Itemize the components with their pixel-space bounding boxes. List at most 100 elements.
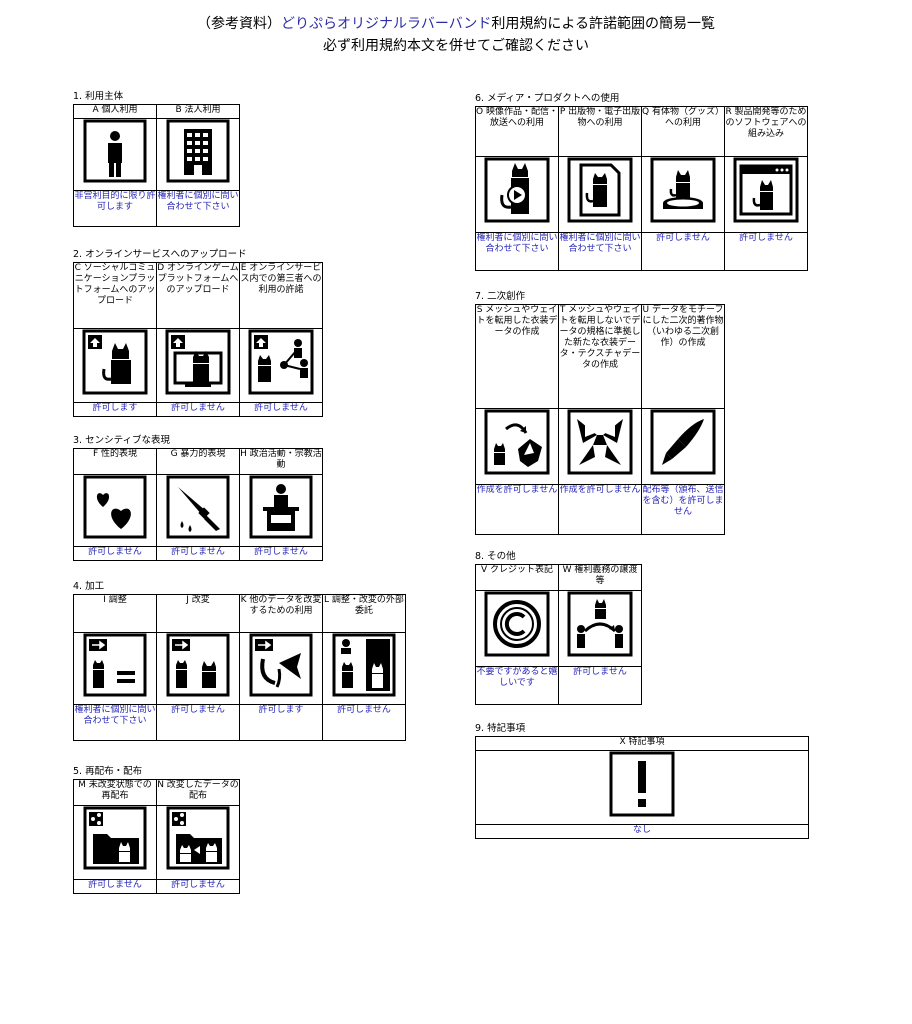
item-label: X 特記事項 — [475, 736, 809, 751]
license-table: S メッシュやウェイトを転用した衣装データの作成 T メッシュやウェイトを転用し… — [475, 304, 725, 535]
section-sensitive-expression: 3. センシティブな表現 F 性的表現 G 暴力的表現 H 政治活動・宗教活動 — [73, 434, 323, 561]
title-suffix: 利用規約による許諾範囲の簡易一覧 — [491, 16, 715, 32]
modify-icon — [166, 633, 230, 697]
item-result: 許可しません — [156, 879, 240, 894]
item-result: 許可しません — [239, 402, 323, 417]
section-online-upload: 2. オンラインサービスへのアップロード C ソーシャルコミュニケーションプラッ… — [73, 248, 323, 417]
section-special-notes: 9. 特記事項 X 特記事項 なし — [475, 722, 809, 839]
item-result: 作成を許可しません — [558, 484, 642, 535]
section-title: 5. 再配布・配布 — [73, 766, 143, 777]
item-label: N 改変したデータの配布 — [156, 779, 240, 806]
ribbon-costume-icon — [567, 409, 633, 475]
license-table: O 映像作品・配信・放送への利用 P 出版物・電子出版物への利用 Q 有体物（グ… — [475, 106, 808, 271]
item-label: G 暴力的表現 — [156, 448, 240, 475]
license-table: M 未改変状態での再配布 N 改変したデータの配布 — [73, 779, 240, 894]
document-title: （参考資料）どりぷらオリジナルラバーバンド利用規約による許諾範囲の簡易一覧 — [0, 14, 912, 34]
pen-nib-icon — [650, 409, 716, 475]
item-result: 不要ですがあると嬉しいです — [475, 666, 559, 705]
item-result: 作成を許可しません — [475, 484, 559, 535]
item-result: 許可しません — [641, 232, 725, 271]
section-media-products: 6. メディア・プロダクトへの使用 O 映像作品・配信・放送への利用 P 出版物… — [475, 92, 808, 271]
section-title: 4. 加工 — [73, 581, 105, 592]
copyright-icon — [484, 591, 550, 657]
section-title: 1. 利用主体 — [73, 91, 124, 102]
item-label: C ソーシャルコミュニケーションプラットフォームへのアップロード — [73, 262, 157, 329]
section-title: 2. オンラインサービスへのアップロード — [73, 249, 247, 260]
item-result: 許可します — [239, 704, 323, 741]
person-icon — [83, 119, 147, 183]
item-result: なし — [475, 824, 809, 839]
section-derivative-works: 7. 二次創作 S メッシュやウェイトを転用した衣装データの作成 T メッシュや… — [475, 290, 725, 535]
transfer-rights-icon — [567, 591, 633, 657]
item-result: 許可しません — [724, 232, 808, 271]
item-label: W 権利義務の譲渡等 — [558, 564, 642, 591]
item-result: 許可しません — [239, 546, 323, 561]
item-result: 権利者に個別に問い合わせて下さい — [558, 232, 642, 271]
item-label: F 性的表現 — [73, 448, 157, 475]
share-folder-icon — [83, 806, 147, 870]
license-table: X 特記事項 なし — [475, 736, 809, 839]
exclamation-icon — [609, 751, 675, 817]
item-result: 許可しません — [322, 704, 406, 741]
document-subtitle: 必ず利用規約本文を併せてご確認ください — [323, 38, 589, 54]
upload-avatar-icon — [82, 329, 148, 395]
section-title: 6. メディア・プロダクトへの使用 — [475, 93, 620, 104]
software-window-icon — [733, 157, 799, 223]
outsource-icon — [332, 633, 396, 697]
item-result: 非営利目的に限り許可します — [73, 190, 157, 227]
item-result: 権利者に個別に問い合わせて下さい — [475, 232, 559, 271]
item-label: J 改変 — [156, 594, 240, 633]
item-label: S メッシュやウェイトを転用した衣装データの作成 — [475, 304, 559, 409]
section-processing: 4. 加工 I 調整 J 改変 K 他のデータを改変するための利用 L 調整・改… — [73, 580, 406, 741]
item-label: K 他のデータを改変するための利用 — [239, 594, 323, 633]
license-table: I 調整 J 改変 K 他のデータを改変するための利用 L 調整・改変の外部委託 — [73, 594, 406, 741]
item-result: 許可しません — [558, 666, 642, 705]
item-label: D オンラインゲームプラットフォームへのアップロード — [156, 262, 240, 329]
item-label: P 出版物・電子出版物への利用 — [558, 106, 642, 157]
item-label: I 調整 — [73, 594, 157, 633]
title-prefix: （参考資料） — [196, 16, 281, 32]
item-label: V クレジット表記 — [475, 564, 559, 591]
title-brand: どりぷらオリジナルラバーバンド — [280, 16, 492, 32]
figure-goods-icon — [650, 157, 716, 223]
item-label: Q 有体物（グッズ）への利用 — [641, 106, 725, 157]
item-result: 権利者に個別に問い合わせて下さい — [156, 190, 240, 227]
item-result: 許可しません — [73, 879, 157, 894]
item-label: A 個人利用 — [73, 104, 157, 119]
item-label: E オンラインサービス内での第三者への利用の許諾 — [239, 262, 323, 329]
item-result: 許可しません — [156, 402, 240, 417]
section-redistribution: 5. 再配布・配布 M 未改変状態での再配布 N 改変したデータの配布 — [73, 765, 240, 894]
upload-game-icon — [165, 329, 231, 395]
section-other: 8. その他 V クレジット表記 W 権利義務の譲渡等 — [475, 550, 642, 705]
knife-icon — [166, 475, 230, 539]
share-modified-icon — [166, 806, 230, 870]
hearts-icon — [83, 475, 147, 539]
license-table: C ソーシャルコミュニケーションプラットフォームへのアップロード D オンライン… — [73, 262, 323, 417]
item-label: U データをモチーフにした二次的著作物（いわゆる二次創作）の作成 — [641, 304, 725, 409]
item-label: R 製品開発等のためのソフトウェアへの組み込み — [724, 106, 808, 157]
license-table: V クレジット表記 W 権利義務の譲渡等 — [475, 564, 642, 705]
license-table: A 個人利用 B 法人利用 — [73, 104, 240, 227]
upload-share-icon — [248, 329, 314, 395]
item-result: 許可しません — [156, 546, 240, 561]
item-label: T メッシュやウェイトを転用しないでデータの規格に準拠した新たな衣装データ・テク… — [558, 304, 642, 409]
section-title: 7. 二次創作 — [475, 291, 526, 302]
item-result: 配布等（頒布、送信を含む）を許可しません — [641, 484, 725, 535]
item-label: M 未改変状態での再配布 — [73, 779, 157, 806]
item-result: 許可しません — [156, 704, 240, 741]
section-usage-subject: 1. 利用主体 A 個人利用 B 法人利用 — [73, 90, 240, 227]
costume-convert-icon — [484, 409, 550, 475]
bow-part-icon — [249, 633, 313, 697]
podium-speaker-icon — [249, 475, 313, 539]
adjust-equal-icon — [83, 633, 147, 697]
item-label: B 法人利用 — [156, 104, 240, 119]
license-table: F 性的表現 G 暴力的表現 H 政治活動・宗教活動 — [73, 448, 323, 561]
office-building-icon — [166, 119, 230, 183]
section-title: 9. 特記事項 — [475, 723, 526, 734]
item-result: 許可しません — [73, 546, 157, 561]
publication-icon — [567, 157, 633, 223]
section-title: 8. その他 — [475, 551, 516, 562]
item-label: L 調整・改変の外部委託 — [322, 594, 406, 633]
video-play-icon — [484, 157, 550, 223]
item-label: H 政治活動・宗教活動 — [239, 448, 323, 475]
